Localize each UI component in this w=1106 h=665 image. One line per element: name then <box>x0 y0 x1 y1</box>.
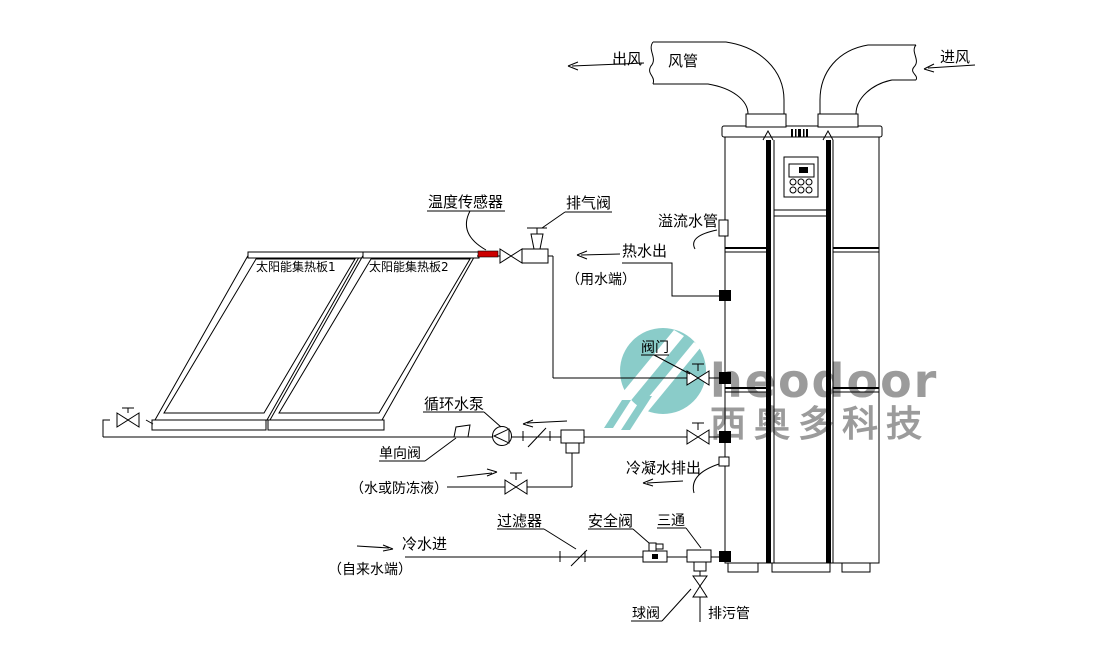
hot-supply-connector <box>719 372 731 384</box>
label-solar-panel-2: 太阳能集热板2 <box>369 259 449 274</box>
ball-valve-leader <box>631 588 692 622</box>
exhaust-valve-leader <box>541 211 612 229</box>
air-duct-right <box>819 44 918 115</box>
circulation-tank-valve <box>686 422 710 445</box>
label-exhaust-valve: 排气阀 <box>566 194 611 212</box>
fill-tee <box>560 429 585 454</box>
label-cold-water-in: 冷水进 <box>402 535 447 553</box>
label-solar-panel-1: 太阳能集热板1 <box>256 259 336 274</box>
label-condensate-out: 冷凝水排出 <box>626 459 701 477</box>
cold-water-connector <box>719 551 731 562</box>
label-air-in: 进风 <box>940 48 970 66</box>
label-fill-fluid: （水或防冻液） <box>350 480 448 497</box>
logo-circle-mark <box>620 328 706 414</box>
check-valve-symbol <box>453 424 471 438</box>
logo-slash-white-1 <box>618 330 684 404</box>
valve-leader <box>641 354 691 375</box>
check-valve-leader <box>379 437 457 462</box>
condensate-connector <box>718 456 730 467</box>
hot-water-out-pipe <box>622 262 720 297</box>
filter-leader <box>497 528 577 550</box>
safety-valve-leader <box>588 528 650 544</box>
label-drain-pipe: 排污管 <box>708 606 750 622</box>
components <box>116 227 712 598</box>
label-water-use-end: （用水端） <box>566 272 636 288</box>
display-readout <box>799 167 808 173</box>
circulation-connector <box>719 431 731 443</box>
label-check-valve: 单向阀 <box>379 446 421 462</box>
label-valve: 阀门 <box>641 340 669 356</box>
tank-feet <box>727 562 871 573</box>
hot-water-out-arrow <box>576 250 621 260</box>
label-temperature-sensor: 温度传感器 <box>428 193 503 211</box>
label-leaders <box>379 210 718 622</box>
cold-water-in-arrow <box>356 544 394 552</box>
safety-valve-symbol <box>642 542 668 563</box>
heat-pump-tank <box>718 113 883 573</box>
temperature-sensor-element <box>477 250 499 258</box>
fill-flow-arrow <box>456 468 498 478</box>
circulation-pump-symbol <box>492 426 512 446</box>
label-air-duct: 风管 <box>668 52 698 70</box>
condensate-arrow <box>642 478 684 487</box>
air-in-arrow <box>923 63 976 73</box>
tank-panel-bands <box>725 209 879 393</box>
label-filter: 过滤器 <box>497 512 542 530</box>
panel-drain-valve <box>116 407 140 428</box>
watermark-logo: heodoor 西奥多科技 <box>604 328 938 445</box>
label-tap-water-end: （自来水端） <box>328 562 412 578</box>
panel-1-bottom-rail <box>151 419 267 431</box>
control-buttons[interactable] <box>789 178 813 194</box>
label-air-out: 出风 <box>612 50 642 68</box>
flow-arrows <box>356 61 976 552</box>
label-tee: 三通 <box>657 513 685 529</box>
filter-symbol <box>559 549 588 567</box>
logo-slash-teal-2 <box>621 396 652 430</box>
overflow-connector <box>718 219 729 237</box>
overflow-pipe-leader <box>693 229 718 250</box>
labels: 出风 风管 进风 温度传感器 排气阀 溢流水管 热水出 （用水端） 太阳能集热板… <box>256 48 970 622</box>
duct-base-right <box>817 113 859 128</box>
tank-inlet-valve <box>686 363 710 386</box>
panel-2-bottom-rail <box>267 419 385 431</box>
air-out-arrow <box>567 61 645 71</box>
circulation-flow-arrow <box>522 419 568 428</box>
label-safety-valve: 安全阀 <box>588 512 633 530</box>
watermark-company: 西奥多科技 <box>710 404 930 445</box>
solar-panel-1-inner <box>163 258 356 414</box>
panel-1-top-rail <box>247 251 365 259</box>
label-ball-valve: 球阀 <box>632 606 660 622</box>
temperature-sensor-leader <box>427 210 505 251</box>
control-panel <box>783 156 819 198</box>
tank-top-cap <box>721 125 883 138</box>
solar-panel-2-inner <box>278 258 471 414</box>
label-overflow-pipe: 溢流水管 <box>658 212 718 230</box>
logo-slash-teal-1 <box>604 400 631 428</box>
label-circulation-pump: 循环水泵 <box>424 395 484 413</box>
vent-hatch-marks <box>791 129 808 137</box>
fill-valve <box>504 472 528 495</box>
panel-2-top-rail <box>362 251 480 259</box>
left-riser-pipe <box>102 419 154 437</box>
cold-water-tee <box>686 549 712 572</box>
tee-leader <box>657 527 702 549</box>
hot-water-out-connector <box>719 290 731 301</box>
label-hot-water-out: 热水出 <box>622 242 667 260</box>
pipe-union-marks <box>522 427 551 448</box>
duct-base-left <box>745 113 787 128</box>
air-duct-left <box>649 41 785 115</box>
watermark-wordmark: heodoor <box>710 354 938 408</box>
ball-valve-symbol <box>692 575 708 598</box>
tank-seams <box>762 129 834 563</box>
exhaust-valve-assembly <box>521 227 549 264</box>
condensate-curve <box>692 463 720 494</box>
solar-collector-panels <box>151 251 480 431</box>
tank-body-fill <box>725 137 879 563</box>
pump-leader <box>423 411 502 428</box>
